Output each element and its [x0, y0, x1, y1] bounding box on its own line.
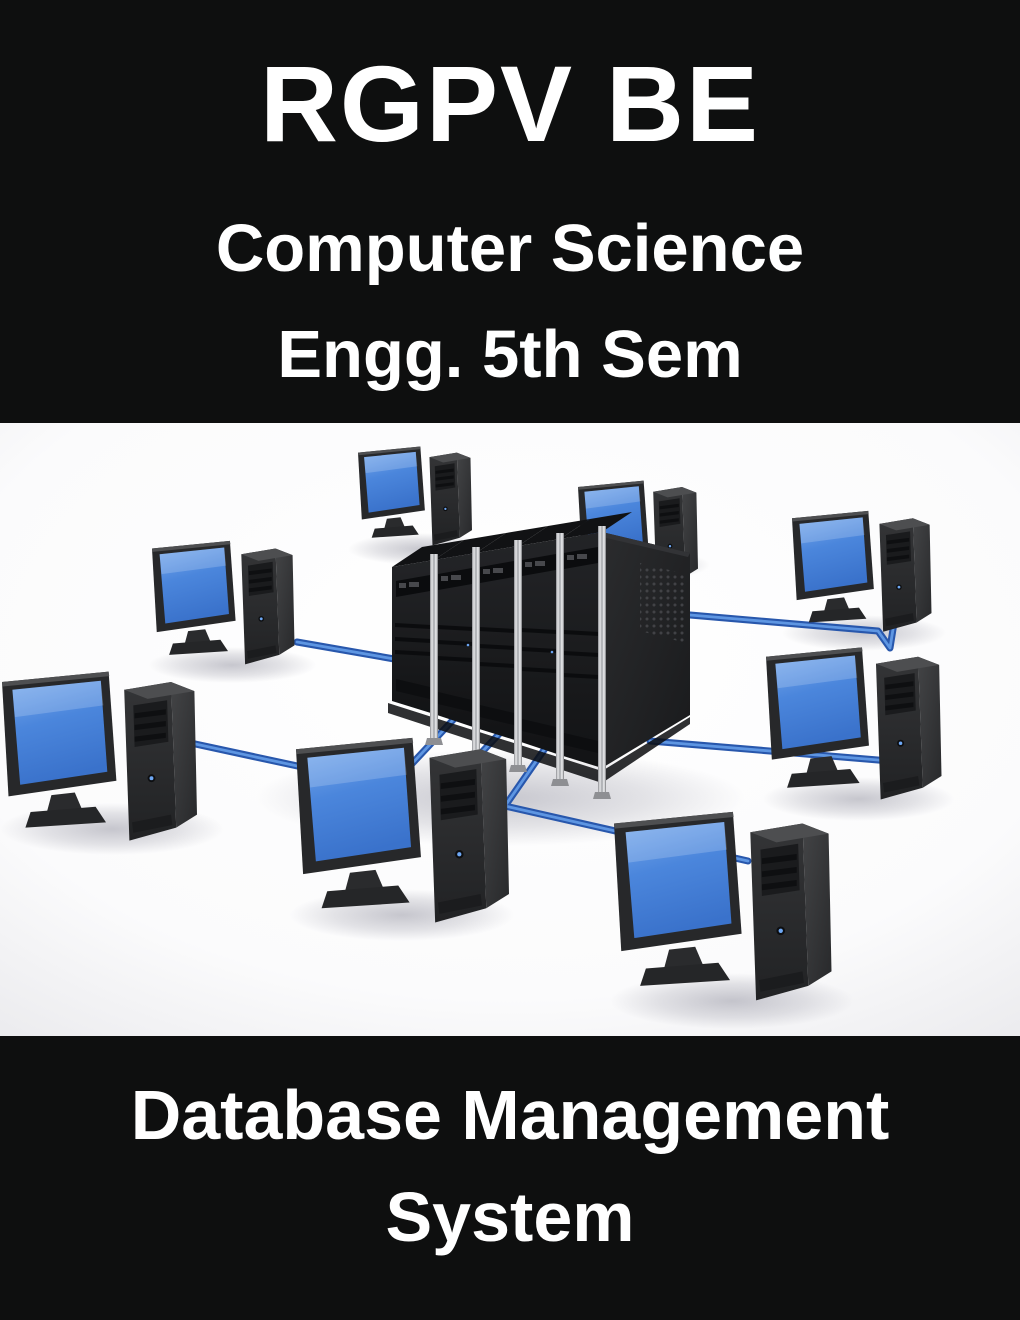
desktop-computer-upper-left	[152, 540, 295, 665]
desktop-computer-upper-right	[792, 510, 932, 632]
cover-subtitle-line-1: Computer Science	[215, 211, 805, 286]
desktop-computer-top	[358, 446, 472, 546]
bottom-title-line-2: System	[385, 1178, 635, 1256]
server-rack	[388, 512, 690, 799]
cable-middle-right	[646, 737, 894, 765]
desktop-computer-bottom-right	[614, 811, 832, 1001]
cable-upper-left	[293, 638, 404, 664]
desktop-computer-left	[2, 671, 197, 841]
bottom-title-line-1: Database Management	[130, 1076, 890, 1154]
bottom-banner: Database Management System	[0, 1036, 1020, 1320]
desktop-computer-middle-right	[766, 647, 942, 800]
cable-upper-right	[686, 611, 898, 652]
cover-title: RGPV BE	[259, 43, 761, 164]
cover-subtitle-line-2: Engg. 5th Sem	[277, 317, 743, 392]
top-banner: RGPV BE Computer Science Engg. 5th Sem	[0, 0, 1020, 423]
network-illustration	[0, 423, 1020, 1036]
desktop-computer-bottom-center	[296, 737, 509, 923]
